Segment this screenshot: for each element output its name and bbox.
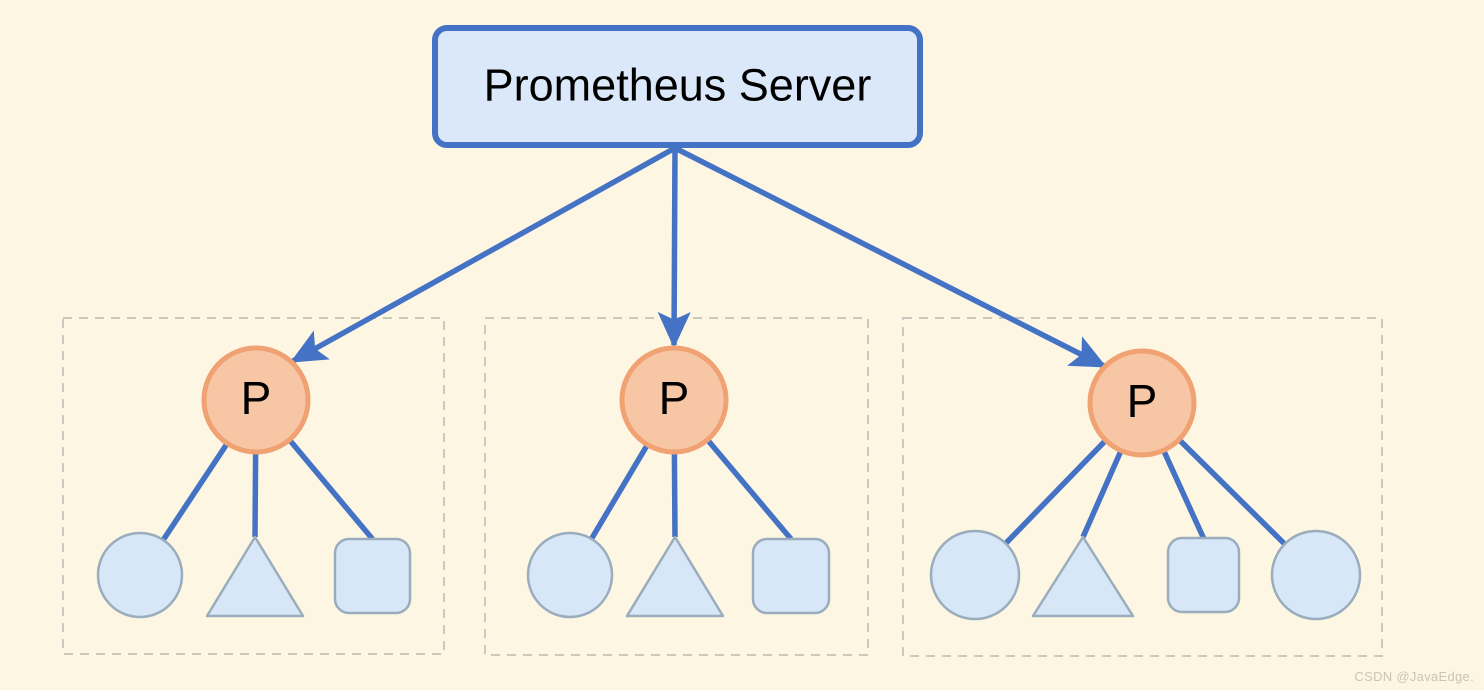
watermark-label: CSDN @JavaEdge. [1354,669,1474,684]
arrow-server-to-group-3 [673,145,1107,369]
prometheus-instance-group-3-p-node[interactable]: P [1087,348,1197,458]
prometheus-server-label: Prometheus Server [484,59,872,110]
prometheus-instance-group-2-target-circle-1[interactable] [526,531,614,619]
targets-layer [96,529,1362,621]
prometheus-instance-group-1-edge-1 [160,438,232,542]
prometheus-instance-group-2-p-node-label: P [659,372,690,424]
prometheus-instance-group-1-target-triangle-2[interactable] [205,535,305,618]
server-arrows-layer [290,145,1107,369]
edges-layer [160,434,1287,547]
prometheus-instance-group-2-edge-3 [702,434,794,541]
prometheus-instance-group-2-p-node[interactable]: P [619,345,729,455]
prometheus-instance-group-1-target-square-3[interactable] [333,537,412,615]
prometheus-instance-group-2-target-triangle-2[interactable] [625,535,725,618]
prometheus-instance-group-3-edge-3 [1159,445,1207,540]
prometheus-instance-group-3-target-triangle-2[interactable] [1031,535,1135,618]
prometheus-instance-group-1-edge-3 [284,435,375,541]
prometheus-instance-group-3-edge-4 [1174,434,1287,547]
prometheus-server-node[interactable]: Prometheus Server [432,25,923,148]
prometheus-instance-group-3-boundary [902,317,1383,657]
prometheus-instance-group-3-p-node-label: P [1127,375,1158,427]
prometheus-instance-group-1-p-node-circle[interactable] [201,345,311,455]
prometheus-instance-group-3-edge-1 [1003,435,1111,546]
prometheus-instance-group-2-edge-1 [589,439,652,541]
prometheus-instance-group-1-target-circle-1[interactable] [96,531,184,619]
prometheus-instance-group-3-target-square-3[interactable] [1166,536,1241,614]
prometheus-instance-group-3-p-node-circle[interactable] [1087,348,1197,458]
prometheus-instance-group-2-target-square-3[interactable] [751,537,831,615]
prometheus-instance-group-2-p-node-circle[interactable] [619,345,729,455]
prometheus-instance-group-1-edge-2 [252,447,259,538]
prometheus-instance-group-2-boundary [484,317,869,656]
prometheus-instance-group-3-edge-2 [1080,445,1126,539]
prometheus-instance-group-2-edge-2 [671,447,678,538]
prometheus-instance-group-1-boundary [62,317,445,655]
prometheus-instance-group-3-target-circle-1[interactable] [929,529,1021,621]
prometheus-instance-group-1-p-node-label: P [241,372,272,424]
prometheus-server-box[interactable] [432,25,923,148]
prometheus-instance-group-3-target-circle-4[interactable] [1270,529,1362,621]
arrow-server-to-group-2 [657,147,691,349]
arrow-server-to-group-1 [290,145,677,364]
group-boxes-layer [62,317,1383,657]
prometheus-instance-group-1-p-node[interactable]: P [201,345,311,455]
